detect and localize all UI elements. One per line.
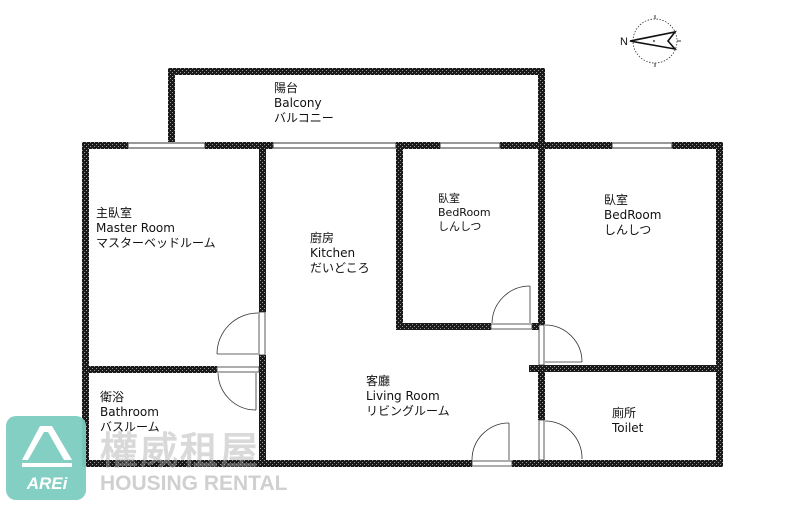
balcony-label-ja: バルコニー [274,111,334,125]
compass-icon: N [620,15,681,67]
kitchen-label-en: Kitchen [310,246,356,260]
interior-walls [82,142,723,467]
watermark-name-en: HOUSING RENTAL [100,472,288,495]
bedroom1-label-zh: 臥室 [438,192,460,205]
room-label-balcony: 陽台 Balcony バルコニー [274,81,334,126]
kitchen-label-zh: 廚房 [310,231,335,245]
bathroom-label-ja: バスルーム [100,420,160,434]
living-label-en: Living Room [366,389,440,403]
bedroom1-label-ja: しんしつ [438,220,482,233]
master-label-en: Master Room [96,221,175,235]
house-icon [22,426,72,467]
logo-text: AREi [26,474,68,493]
toilet-label-zh: 廁所 [612,406,637,420]
kitchen-label-ja: だいどころ [310,261,370,275]
living-label-zh: 客廳 [366,374,391,388]
bedroom2-label-zh: 臥室 [604,193,629,207]
toilet-label-en: Toilet [612,421,644,435]
room-label-living: 客廳 Living Room リビングルーム [366,374,450,419]
bathroom-label-en: Bathroom [100,405,159,419]
watermark-name-zh: 權威租屋 [100,429,261,473]
bedroom1-label-en: BedRoom [438,206,491,219]
doors [216,285,583,467]
room-label-bedroom-1: 臥室 BedRoom しんしつ [438,192,491,234]
room-label-kitchen: 廚房 Kitchen だいどころ [310,231,370,276]
room-label-bathroom: 衛浴 Bathroom バスルーム [100,390,160,435]
balcony-label-en: Balcony [274,96,322,110]
master-label-ja: マスターベッドルーム [96,236,216,250]
brand-logo: AREi [6,416,86,500]
living-label-ja: リビングルーム [366,404,450,418]
bedroom2-label-ja: しんしつ [604,223,652,237]
room-label-bedroom-2: 臥室 BedRoom しんしつ [604,193,661,238]
room-label-master: 主臥室 Master Room マスターベッドルーム [96,206,216,251]
bathroom-label-zh: 衛浴 [100,390,125,404]
master-label-zh: 主臥室 [96,206,133,220]
room-label-toilet: 廁所 Toilet [612,406,643,436]
balcony-label-zh: 陽台 [274,81,299,95]
outer-walls [82,142,723,467]
balcony-walls [168,68,545,142]
svg-text:N: N [620,36,628,48]
bedroom2-label-en: BedRoom [604,208,662,222]
